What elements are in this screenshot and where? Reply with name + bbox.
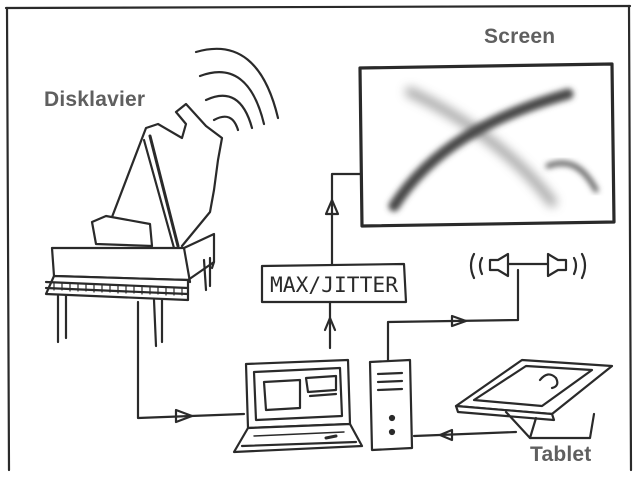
arrow-computer-to-speakers — [386, 268, 520, 364]
disklavier-label: Disklavier — [44, 88, 146, 111]
speakers-icon — [469, 252, 587, 280]
tablet-icon — [454, 358, 614, 440]
max-jitter-box: MAX/JITTER — [260, 262, 408, 304]
laptop-icon — [232, 358, 364, 454]
screen-display-icon — [358, 62, 616, 228]
wireless-signal-icon — [194, 47, 280, 132]
arrow-piano-to-laptop — [136, 300, 246, 424]
screen-visual-blur — [388, 87, 599, 212]
max-jitter-label: MAX/JITTER — [270, 273, 398, 297]
computer-tower-icon — [368, 358, 414, 452]
screen-label: Screen — [484, 25, 556, 48]
arrow-laptop-to-max — [323, 300, 337, 350]
outer-border — [4, 4, 633, 472]
arrow-max-to-screen — [324, 172, 362, 266]
disklavier-piano-icon — [44, 102, 224, 348]
tablet-label: Tablet — [530, 443, 592, 466]
arrow-tablet-to-computer — [412, 428, 518, 442]
